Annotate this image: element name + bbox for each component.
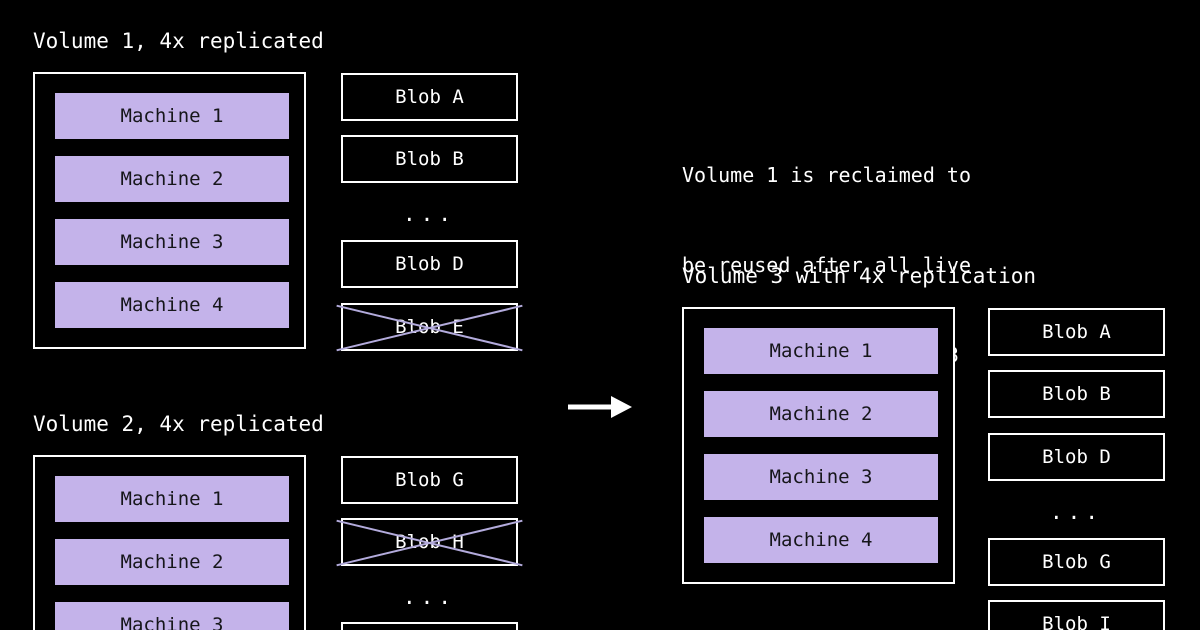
volume3-machine-1[interactable]: Machine 1 (704, 328, 938, 374)
volume2-blob-g[interactable]: Blob G (341, 456, 518, 504)
volume1-blob-e-deleted[interactable]: Blob E (341, 303, 518, 351)
volume2-blob-next[interactable] (341, 622, 518, 630)
volume3-blob-d[interactable]: Blob D (988, 433, 1165, 481)
volume3-machine-3[interactable]: Machine 3 (704, 454, 938, 500)
volume1-machine-container: Machine 1 Machine 2 Machine 3 Machine 4 (33, 72, 306, 349)
reclaim-note-line-2: be reused after all live (682, 253, 971, 277)
machine-label: Machine 4 (769, 529, 873, 551)
volume2-machine-2[interactable]: Machine 2 (55, 539, 289, 585)
volume2-machine-1[interactable]: Machine 1 (55, 476, 289, 522)
volume1-machine-1[interactable]: Machine 1 (55, 93, 289, 139)
volume2-machine-container: Machine 1 Machine 2 Machine 3 (33, 455, 306, 630)
blob-label: Blob E (395, 316, 464, 338)
volume2-heading: Volume 2, 4x replicated (33, 412, 324, 436)
volume3-machine-4[interactable]: Machine 4 (704, 517, 938, 563)
volume1-blob-ellipsis: ... (403, 202, 456, 226)
volume1-blob-a[interactable]: Blob A (341, 73, 518, 121)
blob-label: Blob G (395, 469, 464, 491)
volume3-blob-a[interactable]: Blob A (988, 308, 1165, 356)
volume1-machine-4[interactable]: Machine 4 (55, 282, 289, 328)
machine-label: Machine 3 (120, 231, 224, 253)
volume3-blob-g[interactable]: Blob G (988, 538, 1165, 586)
machine-label: Machine 4 (120, 294, 224, 316)
blob-label: Blob A (1042, 321, 1111, 343)
machine-label: Machine 1 (769, 340, 873, 362)
volume2-machine-3[interactable]: Machine 3 (55, 602, 289, 630)
reclaim-note-line-1: Volume 1 is reclaimed to (682, 163, 971, 187)
blob-label: Blob B (1042, 383, 1111, 405)
volume1-blob-d[interactable]: Blob D (341, 240, 518, 288)
migration-arrow-icon (568, 396, 632, 418)
blob-label: Blob G (1042, 551, 1111, 573)
machine-label: Machine 2 (120, 168, 224, 190)
machine-label: Machine 3 (120, 614, 224, 630)
volume1-blob-b[interactable]: Blob B (341, 135, 518, 183)
volume1-machine-3[interactable]: Machine 3 (55, 219, 289, 265)
blob-label: Blob A (395, 86, 464, 108)
volume3-blob-ellipsis: ... (1050, 500, 1103, 524)
volume3-machine-container: Machine 1 Machine 2 Machine 3 Machine 4 (682, 307, 955, 584)
volume2-blob-h-deleted[interactable]: Blob H (341, 518, 518, 566)
machine-label: Machine 3 (769, 466, 873, 488)
volume3-heading: Volume 3 with 4x replication (682, 264, 1037, 288)
machine-label: Machine 2 (769, 403, 873, 425)
machine-label: Machine 2 (120, 551, 224, 573)
volume3-blob-b[interactable]: Blob B (988, 370, 1165, 418)
machine-label: Machine 1 (120, 488, 224, 510)
blob-label: Blob I (1042, 613, 1111, 630)
machine-label: Machine 1 (120, 105, 224, 127)
volume3-blob-i[interactable]: Blob I (988, 600, 1165, 630)
volume1-heading: Volume 1, 4x replicated (33, 29, 324, 53)
blob-label: Blob D (395, 253, 464, 275)
blob-label: Blob B (395, 148, 464, 170)
blob-label: Blob H (395, 531, 464, 553)
volume1-machine-2[interactable]: Machine 2 (55, 156, 289, 202)
volume3-machine-2[interactable]: Machine 2 (704, 391, 938, 437)
volume2-blob-ellipsis: ... (403, 585, 456, 609)
blob-label: Blob D (1042, 446, 1111, 468)
